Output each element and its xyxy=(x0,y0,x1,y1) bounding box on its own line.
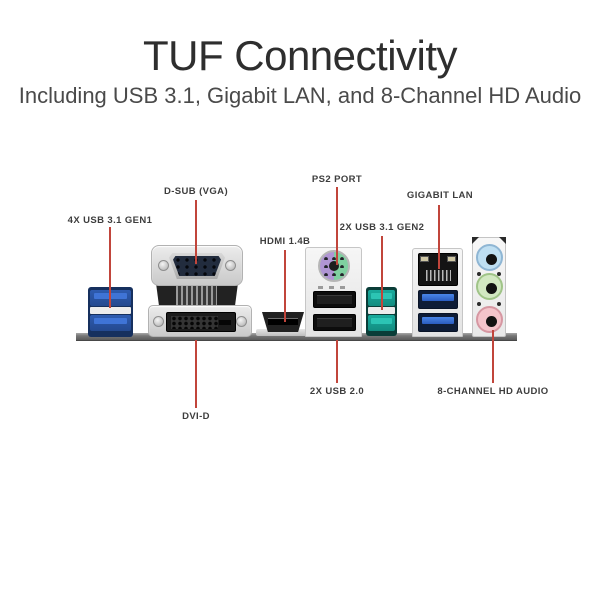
port-separator xyxy=(368,307,395,314)
usb2-port-top xyxy=(313,291,356,308)
screw-icon xyxy=(158,260,169,271)
mic-jack xyxy=(476,306,503,333)
screw-icon xyxy=(236,316,247,327)
usb3-port-top xyxy=(418,290,458,309)
motherboard-edge xyxy=(76,333,517,341)
label-hd-audio: 8-CHANNEL HD AUDIO xyxy=(437,386,549,397)
ps2-pin-socket xyxy=(329,261,339,271)
callout-line-hdmi xyxy=(284,250,286,322)
usb2-port-bottom xyxy=(313,314,356,331)
callout-line-ps2 xyxy=(336,187,338,265)
port-stack-body xyxy=(156,283,238,308)
usb-tongue xyxy=(94,318,127,324)
vga-port xyxy=(169,253,225,279)
screw-dot xyxy=(477,302,481,306)
ps2-usb2-block xyxy=(305,247,362,337)
dvi-pins xyxy=(171,316,218,329)
hdmi-bracket xyxy=(256,329,308,336)
label-dvi-d: DVI-D xyxy=(182,411,210,422)
callout-line-lan xyxy=(438,205,440,269)
hdmi-slot xyxy=(268,318,298,325)
usb-tongue xyxy=(371,318,392,324)
label-dsub-vga: D-SUB (VGA) xyxy=(163,186,229,197)
connector-ribs xyxy=(176,285,217,306)
callout-line-usb31-gen2 xyxy=(381,236,383,310)
callout-line-usb31-gen1 xyxy=(109,227,111,308)
screw-icon xyxy=(153,316,164,327)
lan-led-right xyxy=(447,256,456,262)
vga-port-housing xyxy=(151,245,243,286)
page-subtitle: Including USB 3.1, Gigabit LAN, and 8-Ch… xyxy=(18,83,582,108)
callout-line-dsub xyxy=(195,200,197,264)
port-separator xyxy=(90,307,131,314)
dvi-port xyxy=(166,312,236,332)
callout-line-audio xyxy=(492,330,494,383)
hdmi-port xyxy=(262,312,304,332)
ps2-port xyxy=(318,250,350,282)
panel-marking xyxy=(318,286,350,289)
label-usb20: 2X USB 2.0 xyxy=(309,386,365,397)
label-usb31-gen2: 2X USB 3.1 GEN2 xyxy=(339,222,425,233)
label-hdmi: HDMI 1.4B xyxy=(259,236,311,247)
screw-dot xyxy=(497,302,501,306)
usb-slot xyxy=(317,318,352,327)
callout-line-dvi xyxy=(195,340,197,408)
usb31-gen1-port-bottom xyxy=(90,315,131,331)
vga-pins xyxy=(173,256,221,276)
screw-icon xyxy=(225,260,236,271)
line-in-jack xyxy=(476,244,503,271)
callout-line-usb20 xyxy=(336,340,338,383)
line-out-jack xyxy=(476,273,503,300)
usb-tongue xyxy=(422,317,454,324)
audio-jacks-block xyxy=(472,237,506,337)
usb-tongue xyxy=(422,294,454,301)
usb31-gen2-port-bottom xyxy=(368,315,395,331)
screw-dot xyxy=(477,272,481,276)
label-ps2: PS2 PORT xyxy=(311,174,363,185)
lan-led-left xyxy=(420,256,429,262)
screw-dot xyxy=(497,272,501,276)
usb-slot xyxy=(317,295,352,304)
label-usb31-gen1: 4X USB 3.1 GEN1 xyxy=(67,215,153,226)
lan-pins xyxy=(426,270,451,281)
usb3-port-bottom xyxy=(418,313,458,332)
dvi-port-housing xyxy=(148,305,252,337)
dvi-blade-slot xyxy=(219,320,231,325)
label-gigabit-lan: GIGABIT LAN xyxy=(406,190,474,201)
page-title: TUF Connectivity xyxy=(142,32,458,79)
